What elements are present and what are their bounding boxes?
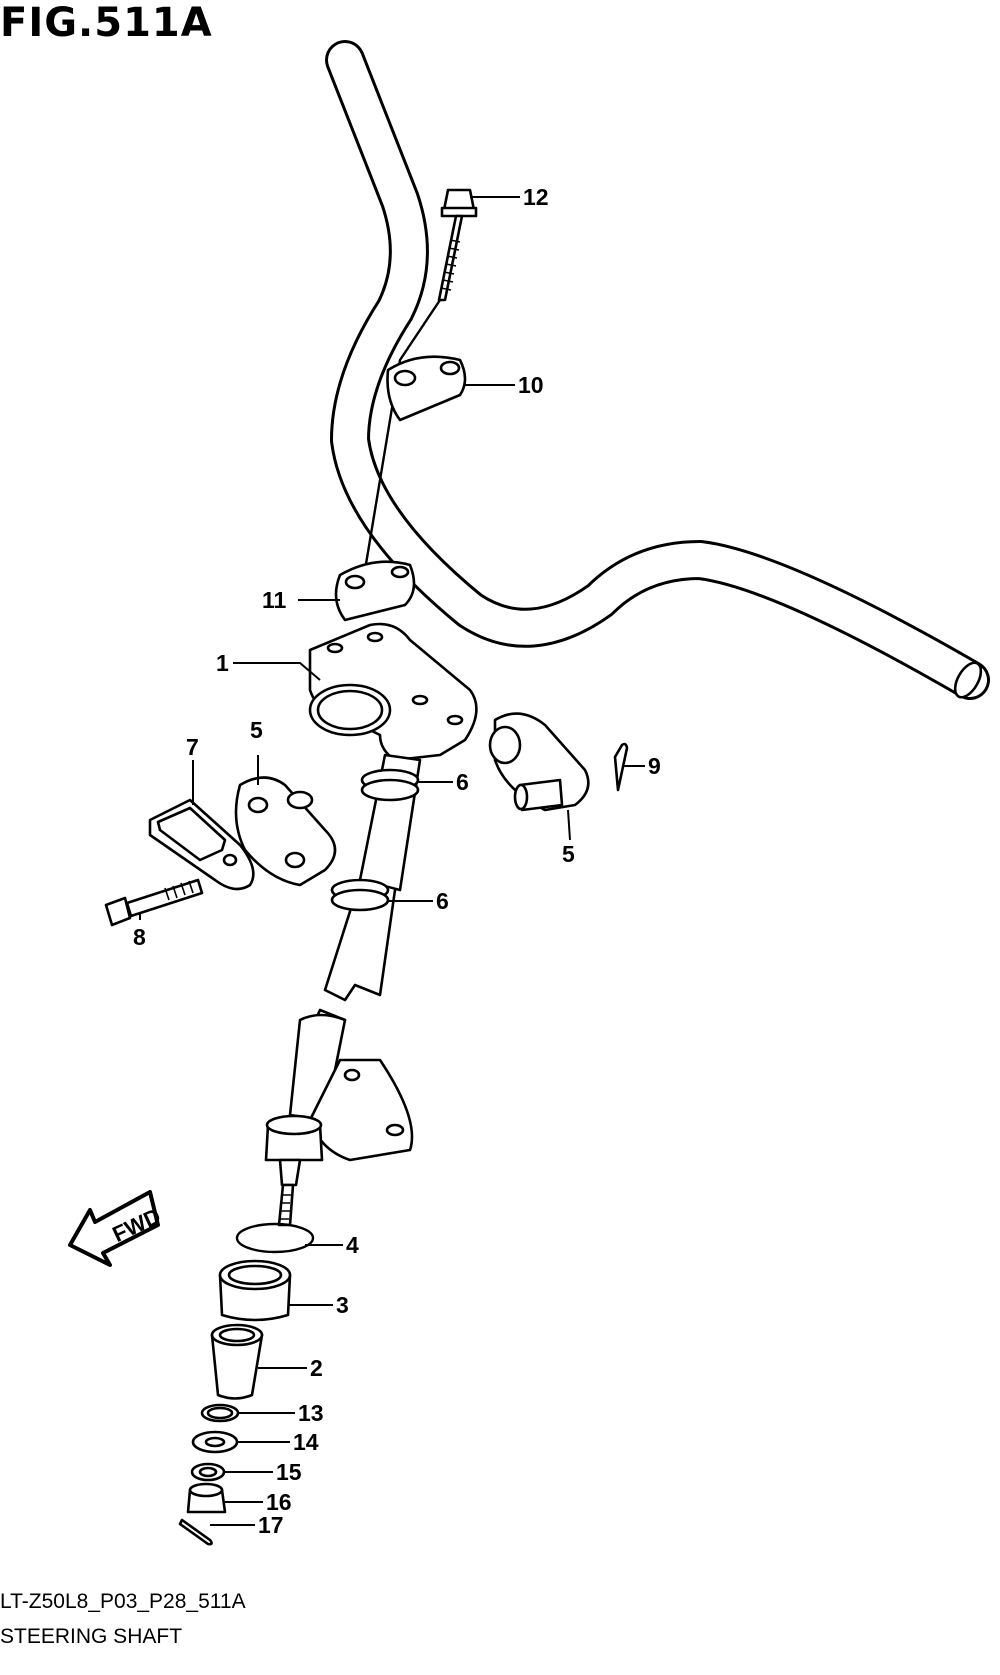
callouts: 12 10 11 1 7 5 5 9 6 6 8 4 3 [133, 184, 661, 1538]
shaft-clamp-left [234, 776, 337, 887]
figure-title: FIG.511A [0, 0, 213, 46]
oil-seal [200, 1403, 240, 1423]
steering-shaft [264, 622, 478, 1227]
lock-plate-bolt [104, 878, 204, 927]
shaft-ring-lower [330, 878, 390, 912]
callout-10: 10 [518, 372, 544, 398]
callout-2: 2 [310, 1355, 323, 1381]
circlip [235, 1222, 315, 1254]
figure-caption: STEERING SHAFT [0, 1625, 183, 1648]
callout-15: 15 [276, 1459, 302, 1485]
lower-handlebar-holder [334, 560, 416, 622]
callout-1: 1 [216, 650, 229, 676]
upper-handlebar-holder [386, 355, 467, 422]
callout-17: 17 [258, 1512, 284, 1538]
callout-14: 14 [293, 1429, 319, 1455]
cotter-pin-right [613, 742, 629, 792]
callout-11: 11 [262, 587, 287, 613]
steering-shaft-bush [210, 1323, 264, 1400]
shaft-clamp-right [488, 712, 590, 812]
spring-washer [190, 1462, 226, 1482]
callout-3: 3 [336, 1292, 349, 1318]
callout-9: 9 [648, 753, 661, 779]
figure-code: LT-Z50L8_P03_P28_511A [0, 1590, 246, 1613]
lock-plate [148, 798, 255, 891]
washer [191, 1430, 239, 1454]
castle-nut [186, 1482, 227, 1514]
forward-direction-arrow: FWD [68, 1190, 164, 1267]
callout-4: 4 [346, 1232, 359, 1258]
callout-6-upper: 6 [456, 769, 469, 795]
callout-16: 16 [266, 1489, 292, 1515]
shaft-ring-upper [360, 768, 420, 802]
handlebar [325, 40, 990, 700]
callout-13: 13 [298, 1400, 324, 1426]
callout-8: 8 [133, 924, 146, 950]
bush-holder [218, 1259, 292, 1322]
callout-5-right: 5 [562, 841, 575, 867]
callout-12: 12 [523, 184, 549, 210]
callout-6-lower: 6 [436, 888, 449, 914]
callout-5-left: 5 [250, 717, 263, 743]
callout-7: 7 [186, 734, 199, 760]
cotter-pin [178, 1518, 213, 1546]
handlebar-bolt [358, 188, 478, 602]
